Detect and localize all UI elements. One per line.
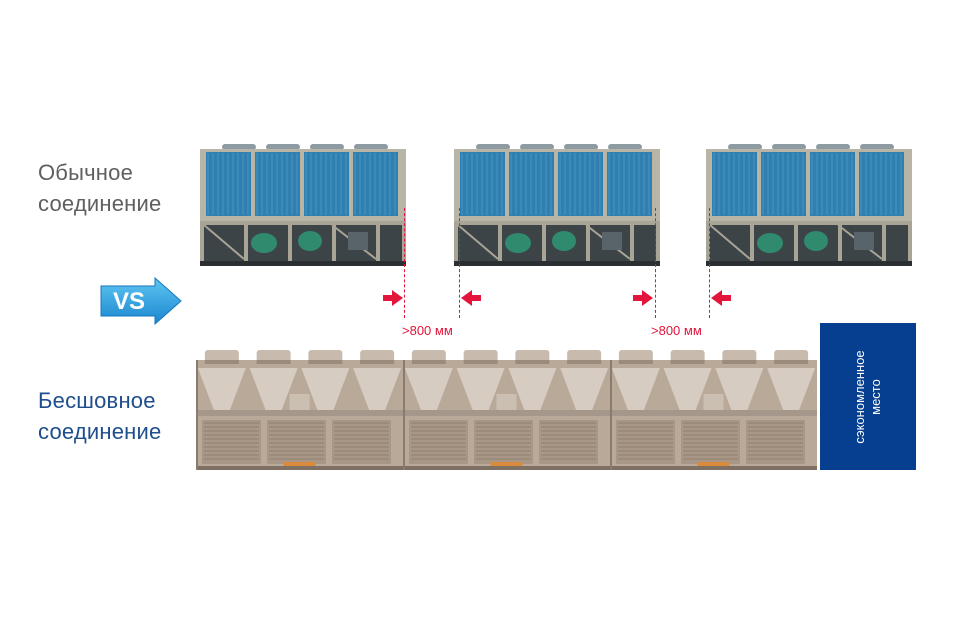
seamless-chiller-row: [196, 350, 817, 470]
clearance-label-2: >800 мм: [651, 323, 702, 338]
saved-space-label: сэкономленное место: [852, 349, 883, 444]
chiller-unit-2: [452, 144, 664, 268]
chiller-unit-1: [198, 144, 410, 268]
clearance-line-1b: [459, 208, 460, 318]
clearance-label-1: >800 мм: [402, 323, 453, 338]
arrow-right-icon: [383, 290, 403, 306]
clearance-line-2b: [709, 208, 710, 318]
arrow-left-icon: [461, 290, 481, 306]
arrow-right-icon: [633, 290, 653, 306]
vs-arrow-icon: VS: [97, 276, 183, 326]
clearance-line-1a: [404, 208, 405, 318]
vs-badge-text: VS: [113, 288, 145, 315]
seamless-connection-label: Бесшовное соединение: [38, 388, 162, 444]
clearance-line-2a: [655, 208, 656, 318]
chiller-unit-3: [704, 144, 916, 268]
conventional-connection-label: Обычное соединение: [38, 160, 162, 216]
saved-space-block: сэкономленное место: [820, 323, 916, 470]
arrow-left-icon: [711, 290, 731, 306]
